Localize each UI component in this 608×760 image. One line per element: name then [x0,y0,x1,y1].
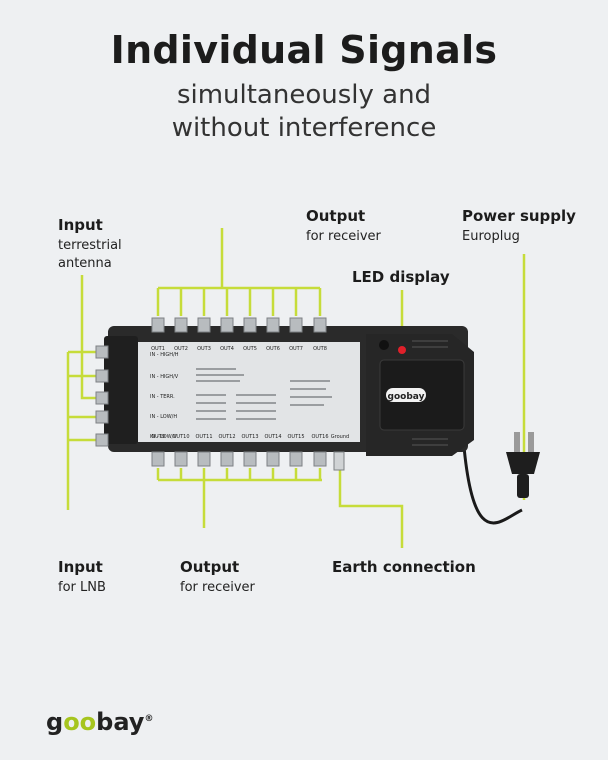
svg-text:IN - HIGH/V: IN - HIGH/V [150,374,179,380]
top-connectors [151,317,327,333]
input-lnb-heading: Input [58,558,103,576]
svg-text:OUT1: OUT1 [151,346,165,352]
output-top-heading: Output [306,207,366,225]
svg-text:IN - TERR.: IN - TERR. [150,394,175,400]
svg-text:OUT16: OUT16 [311,434,328,440]
europlug [506,432,540,498]
input-terrestrial-line1: terrestrial [58,238,122,253]
device-brand-label: goobay [388,392,425,402]
svg-text:OUT13: OUT13 [241,434,258,440]
svg-text:OUT2: OUT2 [174,346,188,352]
svg-text:OUT14: OUT14 [264,434,281,440]
page-title: Individual Signals [110,28,498,72]
svg-text:OUT3: OUT3 [197,346,211,352]
svg-text:OUT5: OUT5 [243,346,257,352]
led-display-heading: LED display [352,268,450,286]
power-cable [460,419,523,525]
svg-text:OUT12: OUT12 [218,434,235,440]
bottom-connectors [151,451,345,471]
svg-text:IN - LOW/V: IN - LOW/V [150,434,177,440]
svg-text:OUT11: OUT11 [195,434,212,440]
svg-text:IN - LOW/H: IN - LOW/H [150,414,177,420]
svg-text:OUT7: OUT7 [289,346,303,352]
input-lnb-line1: for LNB [58,580,106,595]
bottom-port-labels: OUT9 OUT10 OUT11 OUT12 OUT13 OUT14 OUT15… [151,434,349,440]
output-top-line1: for receiver [306,229,381,244]
input-terrestrial-heading: Input [58,216,103,234]
led-indicator [398,346,406,354]
earth-connection-heading: Earth connection [332,558,476,576]
svg-text:OUT10: OUT10 [172,434,189,440]
svg-text:OUT4: OUT4 [220,346,234,352]
subtitle-line-2: without interference [171,113,437,143]
power-supply-heading: Power supply [462,207,576,225]
top-port-labels: OUT1 OUT2 OUT3 OUT4 OUT5 OUT6 OUT7 OUT8 [151,346,327,352]
multiswitch-device: goobay [104,326,474,456]
output-bottom-line1: for receiver [180,580,255,595]
brand-logo: goobay® [46,708,154,736]
svg-text:OUT8: OUT8 [313,346,327,352]
subtitle-line-1: simultaneously and [176,80,432,110]
power-supply-line1: Europlug [462,229,520,244]
output-bottom-heading: Output [180,558,240,576]
input-connectors [95,345,109,447]
svg-text:Ground: Ground [331,434,349,440]
input-terrestrial-line2: antenna [58,256,112,271]
svg-text:OUT6: OUT6 [266,346,280,352]
svg-text:IN - HIGH/H: IN - HIGH/H [150,352,179,358]
input-labels: IN - HIGH/H IN - HIGH/V IN - TERR. IN - … [150,352,179,440]
svg-text:OUT9: OUT9 [151,434,165,440]
svg-text:OUT15: OUT15 [287,434,304,440]
